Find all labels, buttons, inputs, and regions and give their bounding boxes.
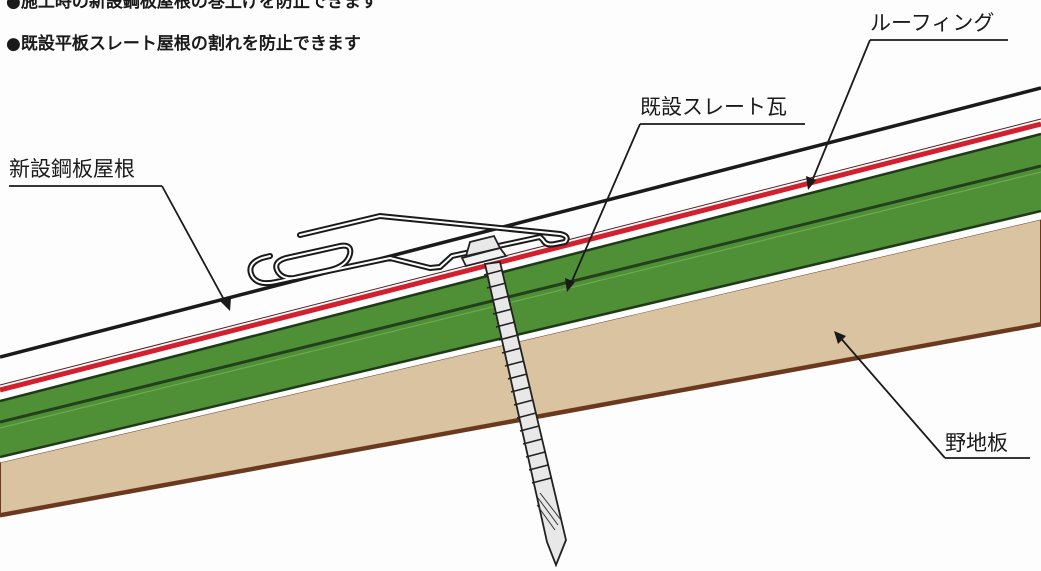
new-steel-roof [0,86,1041,359]
bullet-text-uplift: ●施工時の新設鋼板屋根の巻上げを防止できます [6,0,378,12]
label-roofing: ルーフィング [870,11,995,35]
existing-slate-layer [0,132,1041,459]
leader-lines [9,39,1030,459]
bullet-text-cracking: ●既設平板スレート屋根の割れを防止できます [6,34,361,54]
screw [460,234,567,568]
label-new-steel-roof: 新設鋼板屋根 [9,157,135,181]
label-existing-slate: 既設スレート瓦 [640,95,787,119]
label-sheathing: 野地板 [945,431,1008,455]
roofing-sheet [0,118,1041,393]
